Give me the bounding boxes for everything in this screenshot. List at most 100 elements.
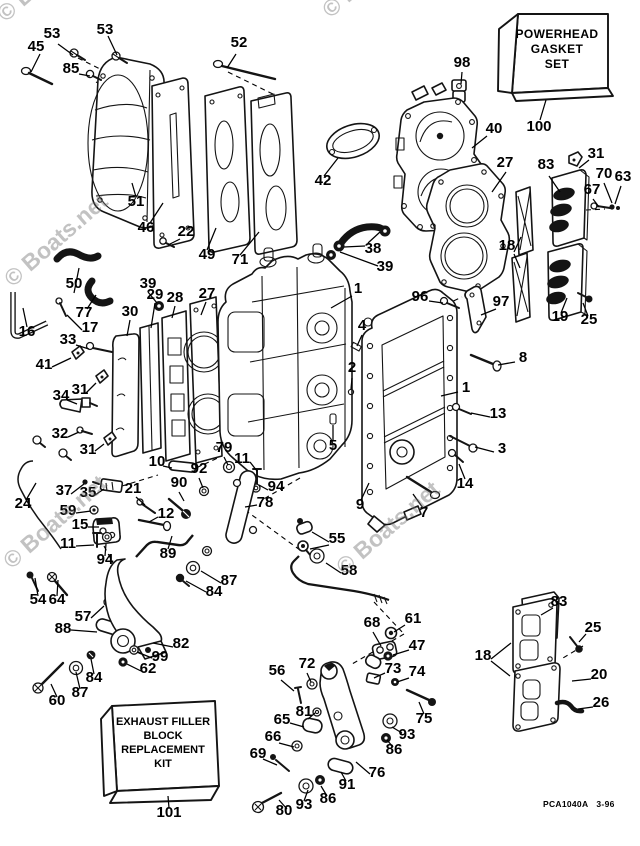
callout-11: 11 bbox=[60, 535, 76, 552]
callout-68: 68 bbox=[364, 614, 381, 631]
callout-45: 45 bbox=[28, 38, 45, 55]
callout-46: 46 bbox=[138, 219, 155, 236]
part-adapter-plate-49 bbox=[204, 86, 251, 253]
callout-74: 74 bbox=[409, 663, 426, 680]
callout-9: 9 bbox=[356, 496, 364, 513]
callout-4: 4 bbox=[358, 317, 367, 334]
callout-54: 54 bbox=[30, 591, 47, 608]
callout-53: 53 bbox=[44, 25, 61, 42]
callout-96: 96 bbox=[412, 288, 429, 305]
callout-69: 69 bbox=[250, 745, 267, 762]
callout-5: 5 bbox=[329, 437, 337, 454]
exhaust-kit-box bbox=[100, 700, 220, 804]
callout-53: 53 bbox=[97, 21, 114, 38]
callout-13: 13 bbox=[490, 405, 507, 422]
part-gasket-46 bbox=[151, 77, 195, 249]
callout-62: 62 bbox=[140, 660, 157, 677]
callout-18: 18 bbox=[499, 237, 516, 254]
part-plate-stack-left bbox=[17, 296, 229, 550]
box-line: EXHAUST FILLER bbox=[115, 716, 211, 728]
callout-63: 63 bbox=[615, 168, 632, 185]
callout-56: 56 bbox=[269, 662, 286, 679]
callout-81: 81 bbox=[296, 703, 313, 720]
part-hoses-and-fittings bbox=[10, 223, 391, 339]
part-oval-gasket-42 bbox=[326, 122, 380, 160]
callout-94: 94 bbox=[268, 478, 285, 495]
box-line: KIT bbox=[154, 758, 172, 770]
callout-87: 87 bbox=[72, 684, 89, 701]
callout-85: 85 bbox=[63, 60, 80, 77]
powerhead-gasket-set-box-label: POWERHEAD GASKET SET bbox=[503, 27, 611, 72]
callout-75: 75 bbox=[416, 710, 433, 727]
callout-93: 93 bbox=[399, 726, 416, 743]
part-reed-valves-right bbox=[511, 151, 620, 323]
drawing-code: PCA1040A 3-96 bbox=[543, 799, 623, 809]
callout-58: 58 bbox=[341, 562, 358, 579]
box-line: SET bbox=[544, 57, 570, 71]
callout-25: 25 bbox=[581, 311, 598, 328]
callout-11: 11 bbox=[234, 450, 250, 467]
callout-83: 83 bbox=[538, 156, 555, 173]
callout-82: 82 bbox=[173, 635, 190, 652]
callout-98: 98 bbox=[454, 54, 471, 71]
callout-83: 83 bbox=[551, 593, 568, 610]
callout-66: 66 bbox=[265, 728, 282, 745]
callout-91: 91 bbox=[339, 776, 356, 793]
callout-7: 7 bbox=[420, 504, 428, 521]
callout-88: 88 bbox=[55, 620, 72, 637]
callout-31: 31 bbox=[588, 145, 605, 162]
callout-19: 19 bbox=[552, 308, 569, 325]
callout-39: 39 bbox=[377, 258, 394, 275]
callout-38: 38 bbox=[365, 240, 382, 257]
callout-25: 25 bbox=[585, 619, 602, 636]
callout-47: 47 bbox=[409, 637, 426, 654]
callout-37: 37 bbox=[56, 482, 73, 499]
part-bolts-top-left bbox=[20, 48, 277, 248]
part-cylinder-block bbox=[217, 243, 362, 481]
callout-57: 57 bbox=[75, 608, 92, 625]
callout-42: 42 bbox=[315, 172, 332, 189]
callout-15: 15 bbox=[72, 516, 89, 533]
callout-10: 10 bbox=[149, 453, 166, 470]
callout-84: 84 bbox=[206, 583, 223, 600]
box-line: POWERHEAD bbox=[515, 27, 599, 41]
callout-64: 64 bbox=[49, 591, 66, 608]
callout-55: 55 bbox=[329, 530, 346, 547]
part-head-gasket-27 bbox=[425, 163, 511, 294]
callout-84: 84 bbox=[86, 669, 103, 686]
callout-70: 70 bbox=[596, 165, 613, 182]
part-adapter-plate-71 bbox=[250, 92, 298, 255]
callout-35: 35 bbox=[80, 484, 97, 501]
drawing-code-number: PCA1040A bbox=[543, 799, 589, 809]
callout-93: 93 bbox=[296, 796, 313, 813]
callout-101: 101 bbox=[156, 804, 181, 821]
callout-26: 26 bbox=[593, 694, 610, 711]
callout-20: 20 bbox=[591, 666, 608, 683]
callout-16: 16 bbox=[19, 323, 36, 340]
box-line: REPLACEMENT bbox=[121, 744, 205, 756]
callout-40: 40 bbox=[486, 120, 503, 137]
callout-2: 2 bbox=[348, 359, 356, 376]
callout-31: 31 bbox=[80, 441, 97, 458]
callout-97: 97 bbox=[493, 293, 510, 310]
callout-50: 50 bbox=[66, 275, 83, 292]
callout-89: 89 bbox=[160, 545, 177, 562]
powerhead-gasket-set-box bbox=[497, 13, 614, 102]
drawing-code-date: 3-96 bbox=[596, 799, 615, 809]
callout-61: 61 bbox=[405, 610, 422, 627]
callout-8: 8 bbox=[519, 349, 527, 366]
callout-22: 22 bbox=[178, 223, 195, 240]
callout-41: 41 bbox=[36, 356, 53, 373]
part-intake-manifold bbox=[512, 591, 585, 732]
callout-39: 39 bbox=[140, 275, 157, 292]
callout-1: 1 bbox=[354, 280, 362, 297]
callout-65: 65 bbox=[274, 711, 291, 728]
callout-87: 87 bbox=[221, 572, 238, 589]
callout-86: 86 bbox=[320, 790, 337, 807]
box-line: GASKET bbox=[530, 42, 584, 56]
callout-27: 27 bbox=[497, 154, 514, 171]
callout-17: 17 bbox=[82, 319, 99, 336]
callout-18: 18 bbox=[475, 647, 492, 664]
